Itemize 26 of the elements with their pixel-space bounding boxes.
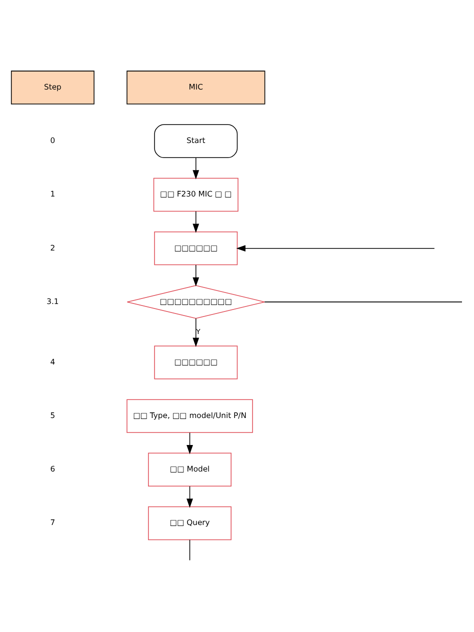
label: 6: [50, 464, 56, 474]
label: 3.1: [46, 296, 59, 306]
label: 5: [50, 410, 56, 420]
node-box: □□□□□□: [154, 346, 238, 380]
arrow: [186, 486, 193, 508]
connector: [189, 539, 190, 561]
node-box: □□ Type, □□ model/Unit P/N: [126, 399, 253, 433]
node-box: □□ F230 MIC □ □: [153, 178, 238, 212]
arrow: [192, 211, 200, 233]
label: 1: [50, 190, 56, 199]
label: 2: [50, 243, 56, 252]
label: 0: [50, 136, 56, 146]
arrow: [186, 432, 193, 454]
arrow: [192, 157, 200, 180]
arrow: [236, 245, 435, 252]
node-box: □□□□□□: [154, 232, 238, 266]
node-diamond: □□□□□□□□□□: [126, 285, 265, 319]
node-box: □□ Model: [148, 452, 232, 486]
label: 4: [50, 357, 56, 366]
node-box: Start: [154, 124, 238, 158]
label: MIC: [188, 82, 203, 92]
label: Step: [44, 82, 62, 92]
arrow: [192, 318, 200, 347]
node-box: □□ Query: [148, 506, 232, 540]
arrow: [192, 264, 200, 287]
label: 7: [50, 518, 56, 528]
